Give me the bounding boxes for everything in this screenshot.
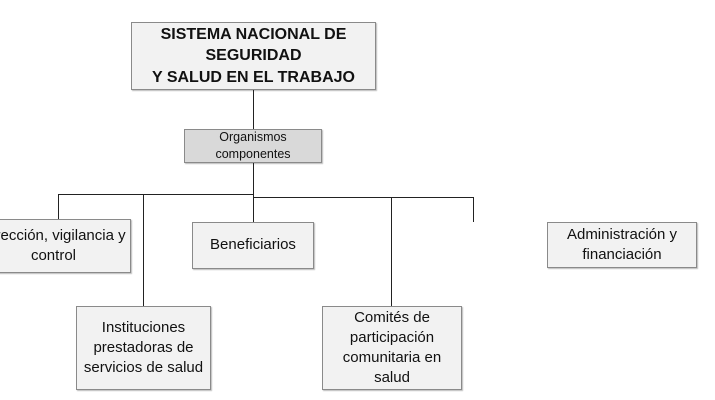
connector xyxy=(391,197,392,306)
node-text: financiación xyxy=(582,246,662,263)
child-node-administracion: Administración y financiación xyxy=(547,222,697,268)
node-text: Comités de xyxy=(354,308,430,326)
middle-label: Organismos componentes xyxy=(215,130,291,161)
node-text: Instituciones xyxy=(101,318,186,336)
connector xyxy=(58,194,254,195)
node-text: Administración y xyxy=(566,225,678,243)
child-node-instituciones: Instituciones prestadoras de servicios de … xyxy=(76,306,211,390)
middle-node: Organismos componentes xyxy=(184,129,322,163)
connector xyxy=(143,194,144,306)
child-node-direccion: Dirección, vigilancia y control xyxy=(0,219,131,273)
node-text: prestadoras de xyxy=(93,338,194,356)
connector xyxy=(253,197,474,198)
node-text: Beneficiarios xyxy=(210,236,296,254)
node-text: comunitaria en salud xyxy=(342,349,442,387)
root-node: SISTEMA NACIONAL DE SEGURIDAD Y SALUD EN … xyxy=(131,22,376,90)
node-text: control xyxy=(30,247,76,264)
node-text: Dirección, vigilancia y xyxy=(0,226,126,244)
node-text: participación xyxy=(349,328,435,346)
connector xyxy=(253,163,254,197)
child-node-beneficiarios: Beneficiarios xyxy=(192,222,314,269)
connector xyxy=(58,194,59,219)
node-text: servicios de salud xyxy=(83,359,204,377)
root-title-line1: SISTEMA NACIONAL DE SEGURIDAD xyxy=(160,25,347,65)
child-node-comites: Comités de participación comunitaria en sa… xyxy=(322,306,462,390)
connector xyxy=(253,90,254,129)
root-title-line2: Y SALUD EN EL TRABAJO xyxy=(152,68,355,86)
connector xyxy=(253,197,254,222)
connector xyxy=(473,197,474,222)
